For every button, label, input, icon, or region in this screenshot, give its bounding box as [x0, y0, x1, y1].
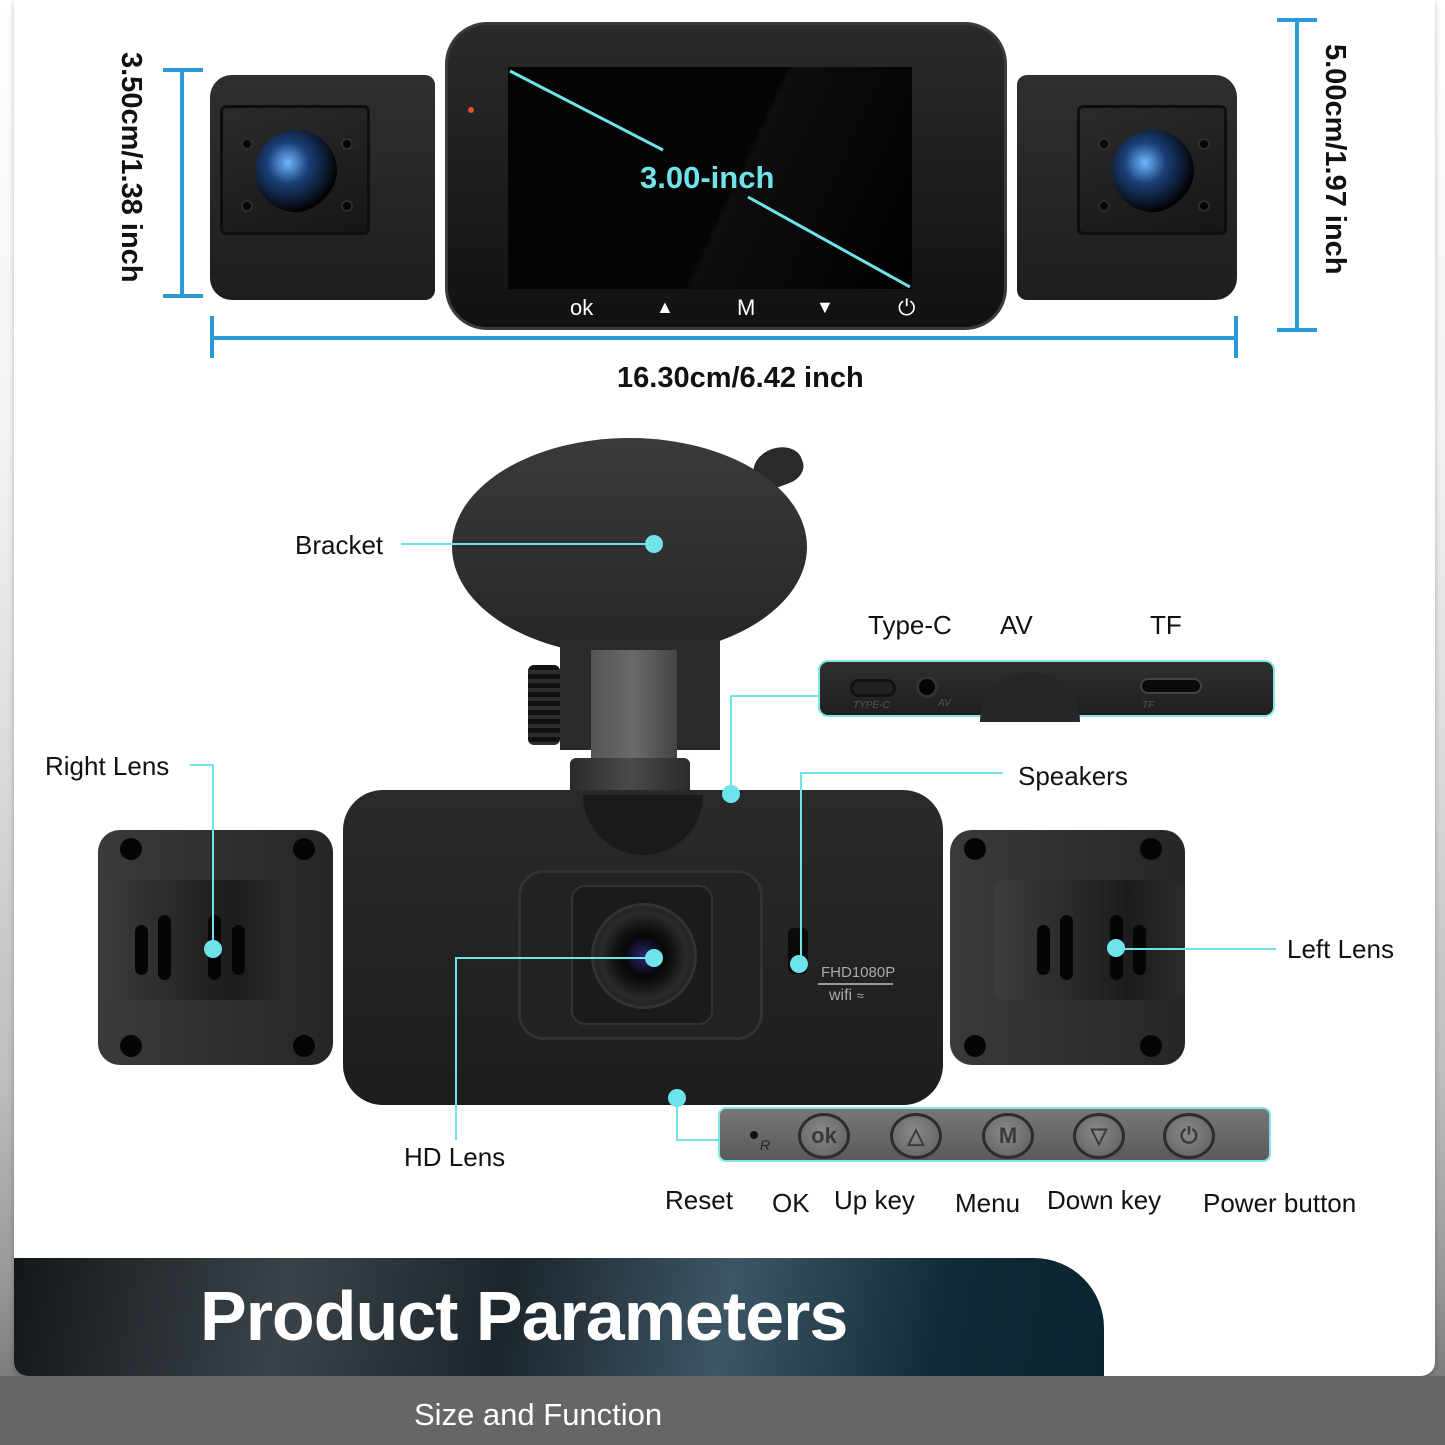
camera-lens-icon — [1112, 130, 1194, 212]
footer-band — [0, 1376, 1445, 1445]
av-jack-icon — [916, 676, 938, 698]
screen-button-power-icon: ⏻ — [898, 295, 916, 320]
port-label-type-c: Type-C — [868, 610, 952, 640]
callout-dot — [1107, 939, 1125, 957]
reset-marking: R — [760, 1137, 771, 1153]
leader-line — [401, 543, 653, 545]
leader-line — [800, 772, 1003, 774]
port-label-av: AV — [1000, 610, 1033, 640]
dimension-tick — [1277, 328, 1317, 332]
screen-button-up-icon: ▲ — [656, 297, 674, 317]
callout-dot — [790, 955, 808, 973]
screen-unit: 3.00-inch ok ▲ M ▼ ⏻ — [445, 22, 1007, 330]
down-key-button: ▽ — [1073, 1113, 1125, 1159]
callout-dot — [645, 949, 663, 967]
leader-line — [676, 1139, 720, 1141]
tf-card-slot-icon — [1140, 678, 1202, 694]
engraved-av: AV — [938, 698, 951, 709]
leader-line — [730, 695, 820, 697]
leader-line — [730, 695, 732, 793]
leader-line — [455, 957, 457, 1140]
camera-face — [1077, 105, 1227, 235]
button-label-down: Down key — [1047, 1185, 1162, 1215]
diagonal-line-icon — [509, 69, 911, 289]
callout-left-lens: Left Lens — [1287, 934, 1394, 964]
lens-grille — [98, 880, 288, 1000]
banner-subtitle: Size and Function — [414, 1397, 663, 1432]
engraved-type-c: TYPE-C — [853, 700, 890, 711]
hd-lens-icon — [591, 903, 697, 1009]
dimension-line-bottom — [210, 336, 1238, 340]
callout-right-lens: Right Lens — [45, 751, 170, 781]
height-total-label: 5.00cm/1.97 inch — [1319, 44, 1351, 275]
resolution-marking: FHD1080P — [821, 964, 896, 981]
button-label-up: Up key — [834, 1185, 915, 1215]
mount-knob-icon — [528, 665, 560, 745]
main-body: FHD1080P wifi ≈ — [343, 790, 943, 1105]
leader-line — [1116, 948, 1276, 950]
leader-line — [455, 957, 653, 959]
dimension-tick — [163, 294, 203, 298]
power-button: ⏻ — [1163, 1113, 1215, 1159]
banner-title: Product Parameters — [200, 1277, 848, 1355]
callout-hd-lens: HD Lens — [404, 1142, 506, 1172]
leader-line — [190, 764, 214, 766]
wifi-marking: wifi ≈ — [829, 987, 864, 1004]
divider — [818, 983, 893, 985]
side-camera-right — [1017, 75, 1237, 300]
dimension-line-right — [1295, 18, 1299, 330]
button-panel: R ok △ M ▽ ⏻ — [718, 1107, 1271, 1162]
suction-cup — [452, 438, 807, 656]
callout-dot — [722, 785, 740, 803]
port-label-tf: TF — [1150, 610, 1182, 640]
callout-dot — [204, 940, 222, 958]
lens-grille — [995, 880, 1185, 1000]
camera-face — [220, 105, 370, 235]
screen-button-ok: ok — [570, 295, 594, 320]
dimension-line-left — [180, 68, 184, 296]
leader-line — [676, 1097, 678, 1141]
side-unit-right-lens — [98, 830, 333, 1065]
hd-lens-housing — [518, 870, 763, 1040]
mount-cover — [980, 672, 1080, 722]
screen-button-down-icon: ▼ — [816, 297, 834, 317]
height-side-label: 3.50cm/1.38 inch — [115, 52, 147, 283]
leader-line — [800, 772, 802, 962]
status-led-icon — [468, 107, 474, 113]
side-camera-left — [210, 75, 435, 300]
dimension-tick — [1234, 316, 1238, 358]
camera-lens-icon — [255, 130, 337, 212]
screen-size-label: 3.00-inch — [640, 160, 775, 195]
button-label-menu: Menu — [955, 1188, 1021, 1218]
menu-button: M — [982, 1113, 1034, 1159]
ok-button: ok — [798, 1113, 850, 1159]
usb-c-port-icon — [850, 679, 896, 697]
up-key-button: △ — [890, 1113, 942, 1159]
callout-speakers: Speakers — [1018, 761, 1128, 791]
title-banner: Product Parameters — [14, 1258, 1104, 1376]
reset-hole-icon — [750, 1131, 758, 1139]
display-screen: 3.00-inch — [508, 67, 912, 289]
leader-line — [212, 764, 214, 948]
mount-stem — [591, 650, 677, 760]
button-label-reset: Reset — [665, 1185, 733, 1215]
side-unit-left-lens — [950, 830, 1185, 1065]
engraved-tf: TF — [1142, 700, 1155, 711]
callout-bracket: Bracket — [295, 530, 384, 560]
button-label-ok: OK — [772, 1188, 810, 1218]
port-panel: TYPE-C AV TF — [818, 660, 1275, 722]
width-total-label: 16.30cm/6.42 inch — [617, 362, 864, 394]
callout-dot — [645, 535, 663, 553]
wifi-icon: ≈ — [856, 988, 864, 1003]
button-label-power: Power button — [1203, 1188, 1357, 1218]
mount-collar — [570, 758, 690, 796]
mount-socket — [583, 795, 703, 855]
screen-button-menu: M — [737, 295, 756, 320]
